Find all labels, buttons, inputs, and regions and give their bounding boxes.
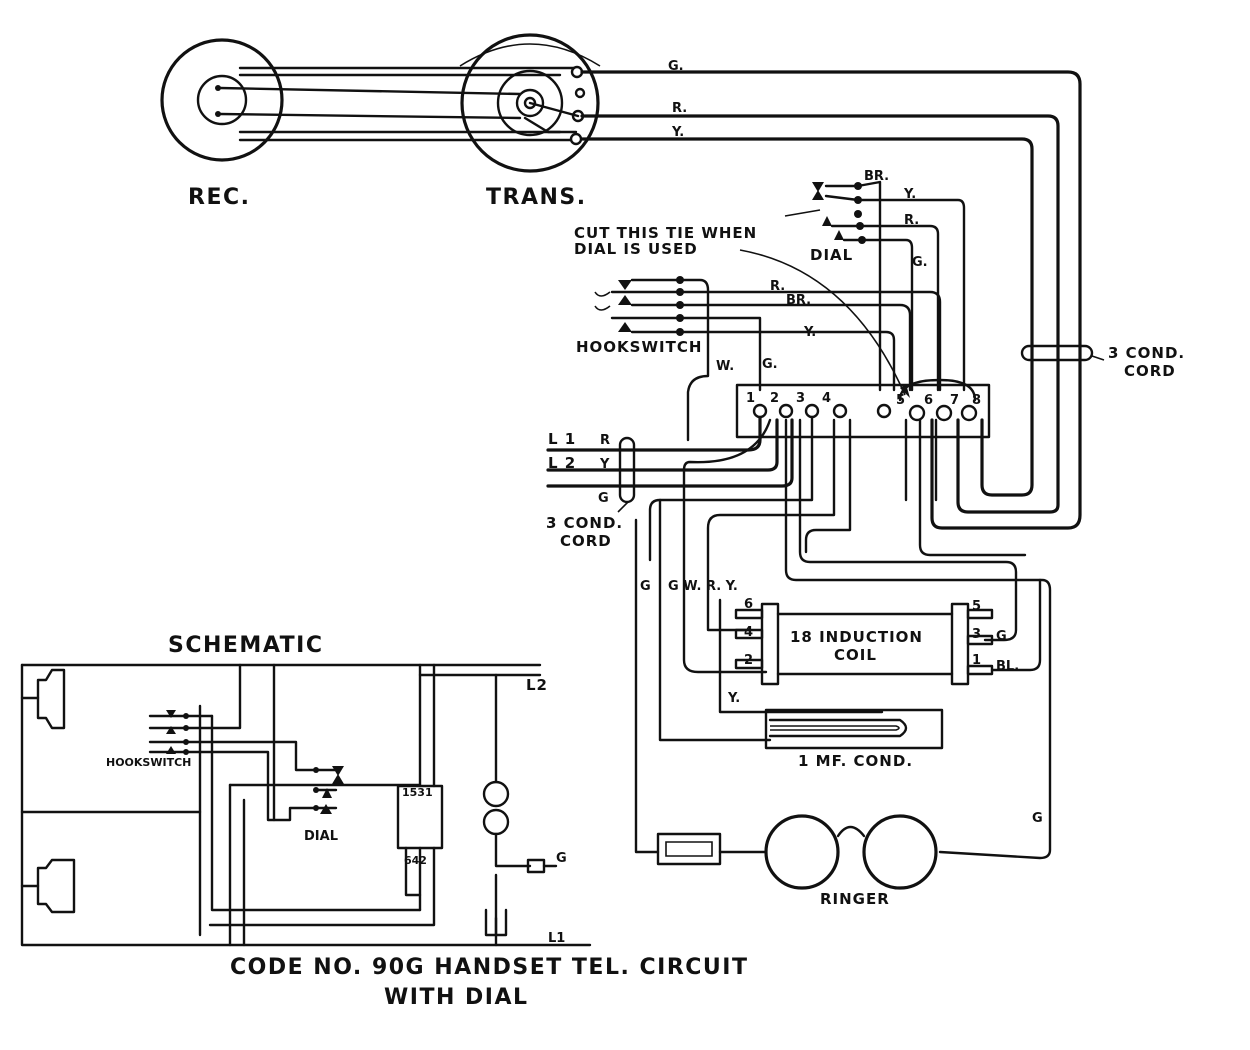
cord-left-label-2: CORD [560,532,612,550]
coil-term-6: 6 [744,597,753,612]
line-g-label: G [598,491,609,506]
wire-label-br-dial: BR. [864,169,889,184]
line-L2-label: L 2 [548,454,576,472]
transmitter-label: TRANS. [486,185,587,210]
ringer-label: RINGER [820,890,890,908]
wire-label-g-top: G. [668,59,684,74]
terminal-8-label: 8 [972,393,981,408]
ringer [634,518,938,890]
schematic-G: G [556,851,567,866]
wire-label-y-coil: Y. [727,691,740,706]
schematic [20,663,592,947]
wire-label-gwry: G W. R. Y. [668,579,738,594]
terminal-4-label: 4 [822,391,831,406]
coil-term-4: 4 [744,625,753,640]
cord-left-label-1: 3 COND. [546,514,623,532]
terminal-block [735,383,991,439]
schematic-hookswitch-label: HOOKSWITCH [106,756,191,769]
schematic-title: SCHEMATIC [168,633,323,658]
cord-top-label-1: 3 COND. [1108,344,1185,362]
coil-term-2: 2 [744,653,753,668]
terminal-1-label: 1 [746,391,755,406]
wire-label-br-hook: BR. [786,293,811,308]
cord-top-label-2: CORD [1124,362,1176,380]
schematic-L2: L2 [526,676,548,694]
schematic-coil-bottom: 642 [404,854,427,867]
schematic-dial-label: DIAL [304,829,338,844]
wire-label-y-hook: Y. [803,325,816,340]
caption-line-2: WITH DIAL [384,985,529,1010]
receiver [160,38,284,162]
condenser [764,708,944,750]
receiver-label: REC. [188,185,250,210]
wire-label-g-coil: G [996,629,1007,644]
wire-label-g-dial: G. [912,255,928,270]
line-L1-label: L 1 [548,430,576,448]
wire-label-w: W. [716,359,734,374]
induction-coil [734,602,994,686]
caption-line-1: CODE NO. 90G HANDSET TEL. CIRCUIT [230,955,748,980]
wire-label-r-hook: R. [770,279,785,294]
coil-label-2: COIL [834,646,877,664]
schematic-L1: L1 [548,931,565,946]
coil-label-1: 18 INDUCTION [790,628,923,646]
terminal-3-label: 3 [796,391,805,406]
condenser-label: 1 MF. COND. [798,752,913,770]
dial-switch [784,182,866,244]
coil-term-3: 3 [972,627,981,642]
terminal-7-label: 7 [950,393,959,408]
coil-term-1: 1 [972,653,981,668]
wire-label-y-dial: Y. [903,187,916,202]
line-y-label: Y [599,457,610,472]
wire-label-r-top: R. [672,101,687,116]
cut-tie-note-2: DIAL IS USED [574,240,698,258]
coil-term-5: 5 [972,599,981,614]
schematic-coil-top: 1531 [402,786,433,799]
terminal-2-label: 2 [770,391,779,406]
hookswitch-label: HOOKSWITCH [576,338,702,356]
dial-label: DIAL [810,246,853,264]
wire-label-bl: BL. [996,659,1019,674]
cut-tie-note-1: CUT THIS TIE WHEN [574,224,757,242]
wire-label-r-dial: R. [904,213,919,228]
wire-label-g-ringer: G [1032,811,1043,826]
transmitter [459,33,601,173]
terminal-6-label: 6 [924,393,933,408]
hookswitch [594,276,710,442]
wire-label-g-hook: G. [762,357,778,372]
wire-label-g-left: G [640,579,651,594]
wire-label-y-top: Y. [671,125,684,140]
line-r-label: R [600,433,610,448]
terminal-5-label: 5 [896,393,905,408]
